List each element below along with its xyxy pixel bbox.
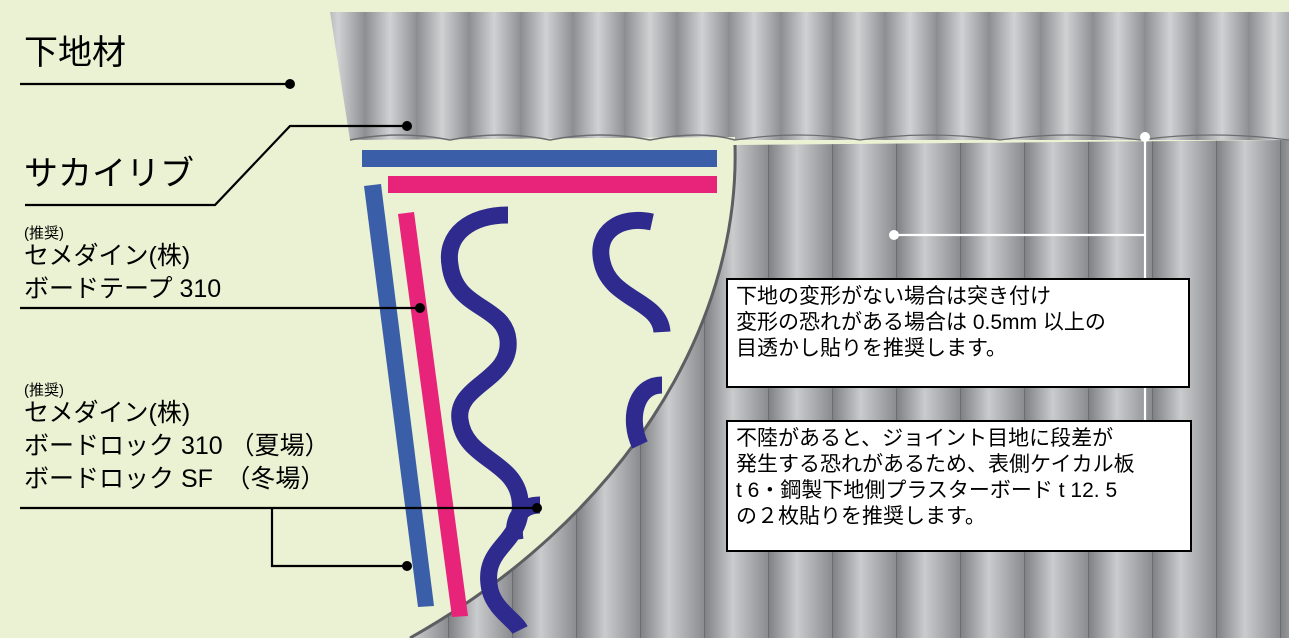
board-tape-side-pink — [398, 212, 468, 617]
leader-lines — [20, 82, 537, 568]
note-uneven-line-4: の２枚貼りを推奨します。 — [736, 505, 986, 528]
label-cemedine-2: セメダイン(株) — [24, 399, 191, 427]
note-joint-line-1: 下地の変形がない場合は突き付け — [736, 285, 1051, 308]
leader-sakai-rib — [25, 124, 407, 207]
note-uneven-line-2: 発生する恐れがあるため、表側ケイカル板 — [736, 453, 1135, 476]
joint-leader-dots — [889, 132, 1150, 240]
note-joint-line-3: 目透かし貼りを推奨します。 — [736, 337, 1007, 360]
label-recommended-1: (推奨) — [24, 225, 64, 242]
label-board-lock-sf: ボードロック SF （冬場） — [24, 465, 326, 493]
panel-joint-line — [734, 134, 1289, 141]
panel-top-edge — [349, 134, 736, 141]
board-tape-top-pink — [388, 176, 717, 193]
label-board-lock-310: ボードロック 310 （夏場） — [24, 432, 330, 460]
label-board-tape: ボードテープ 310 — [24, 275, 222, 303]
board-tape-side-blue — [364, 184, 434, 607]
note-joint-gap: 下地の変形がない場合は突き付け 変形の恐れがある場合は 0.5mm 以上の 目透… — [726, 278, 1190, 388]
label-cemedine-1: セメダイン(株) — [24, 242, 191, 270]
note-unevenness: 不陸があると、ジョイント目地に段差が 発生する恐れがあるため、表側ケイカル板 t… — [726, 420, 1192, 552]
note-joint-line-2: 変形の恐れがある場合は 0.5mm 以上の — [736, 311, 1106, 334]
note-uneven-line-1: 不陸があると、ジョイント目地に段差が — [736, 427, 1114, 450]
leader-board-lock-side — [270, 508, 407, 568]
note-uneven-line-3: t 6・鋼製下地側プラスターボード t 12. 5 — [736, 479, 1118, 502]
leader-dots — [285, 79, 542, 571]
panel-top-band — [330, 12, 1289, 140]
label-sakai-rib: サカイリブ — [24, 155, 194, 193]
board-tape-top-blue — [362, 150, 717, 167]
adhesive-bead-left — [440, 206, 529, 635]
label-recommended-2: (推奨) — [24, 382, 64, 399]
label-base-material: 下地材 — [24, 34, 126, 72]
adhesive-bead-right — [592, 212, 671, 449]
